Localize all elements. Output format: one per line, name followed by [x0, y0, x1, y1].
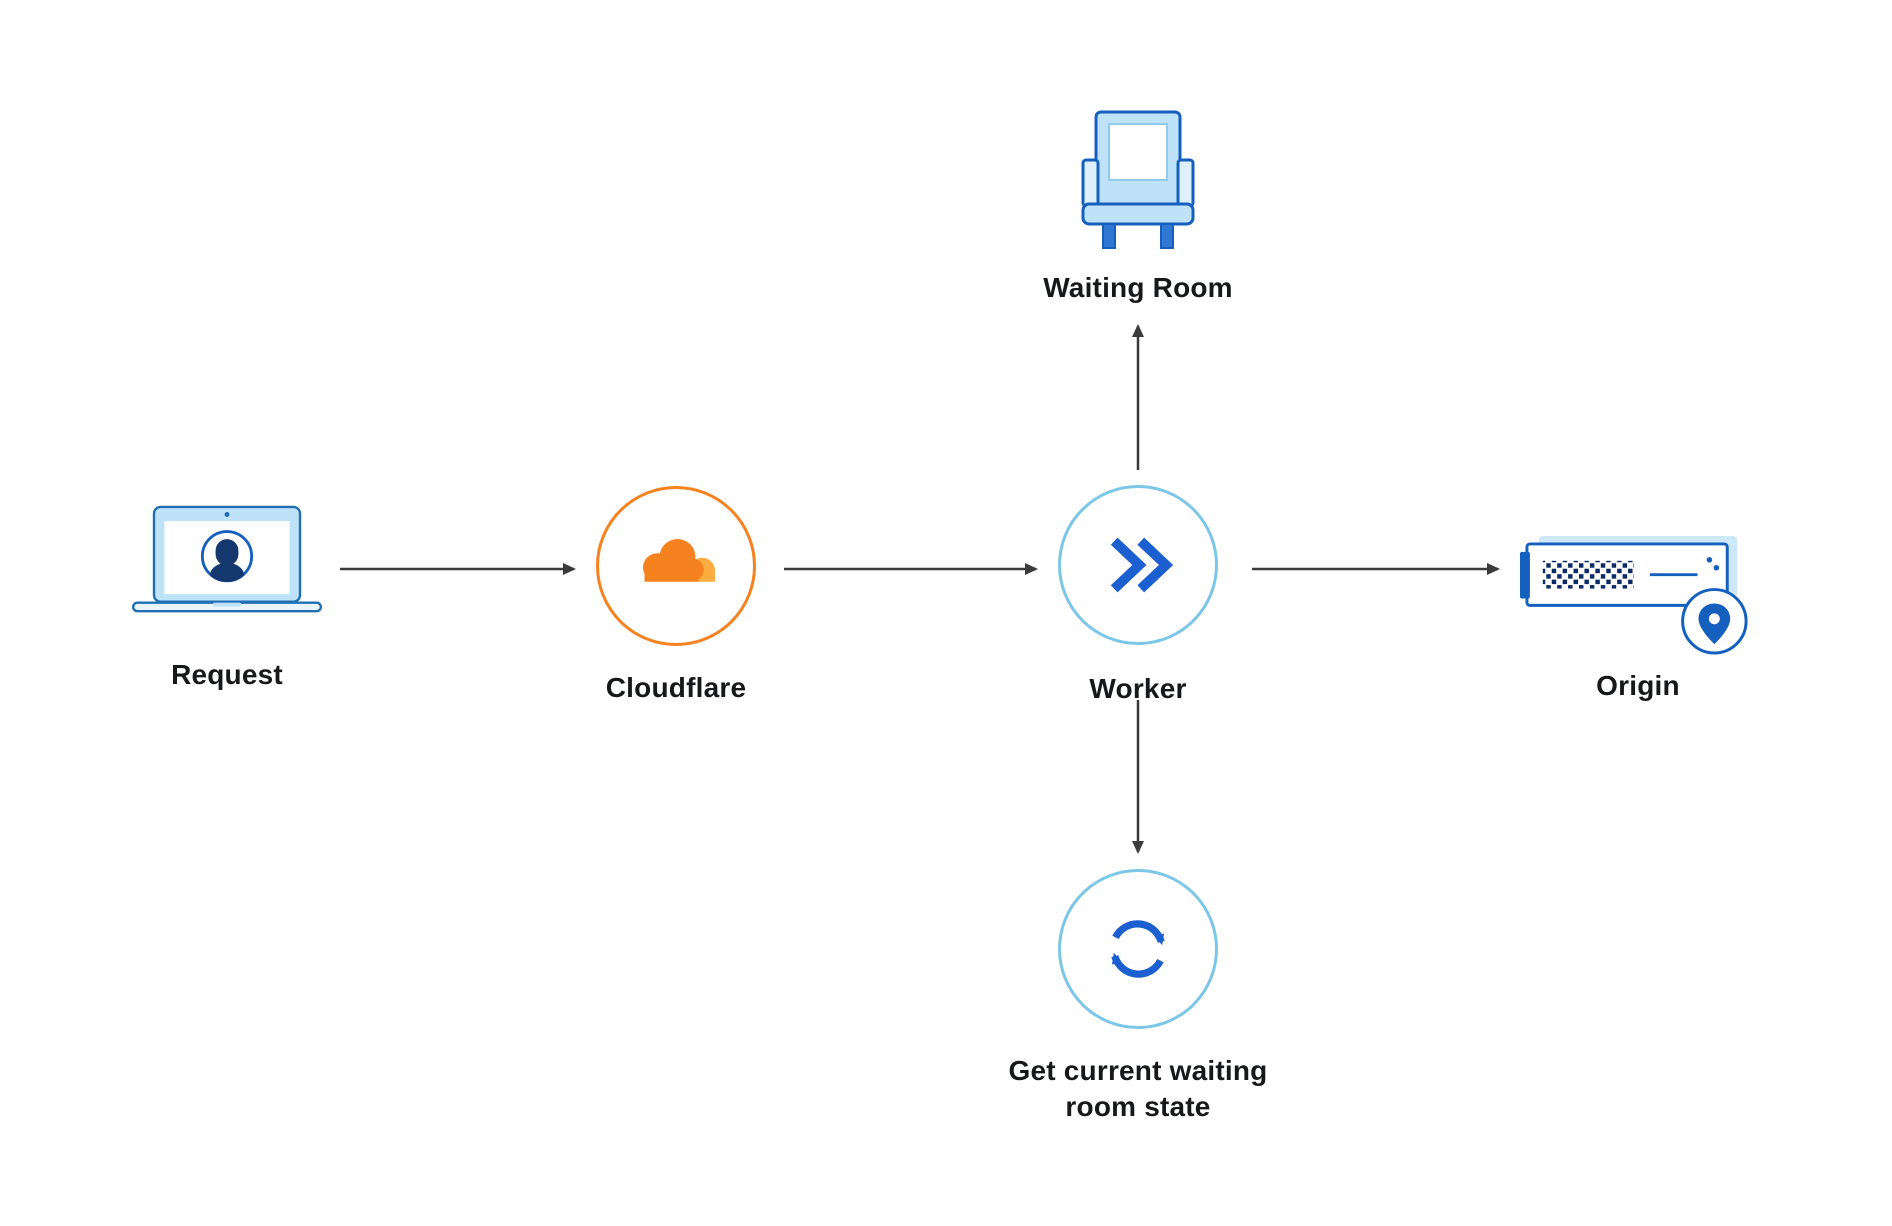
cloudflare-label: Cloudflare: [605, 672, 747, 703]
node-worker: Worker: [1028, 485, 1248, 707]
request-label: Request: [171, 659, 283, 690]
cloudflare-logo-icon: [596, 486, 756, 646]
worker-chevrons-icon: [1058, 485, 1218, 645]
node-request: Request: [117, 505, 337, 693]
server-location-icon: [1519, 536, 1757, 656]
refresh-cycle-icon: [1058, 869, 1218, 1029]
armchair-icon: [1077, 108, 1199, 254]
waiting-room-label: Waiting Room: [1043, 272, 1233, 303]
node-origin: Origin: [1518, 536, 1758, 704]
worker-label: Worker: [1089, 673, 1187, 704]
get-state-label: Get current waiting room state: [1008, 1055, 1268, 1123]
origin-label: Origin: [1596, 670, 1680, 701]
node-cloudflare: Cloudflare: [566, 486, 786, 706]
laptop-user-icon: [127, 505, 327, 633]
node-waiting-room: Waiting Room: [1008, 108, 1268, 306]
node-get-state: Get current waiting room state: [988, 869, 1288, 1126]
